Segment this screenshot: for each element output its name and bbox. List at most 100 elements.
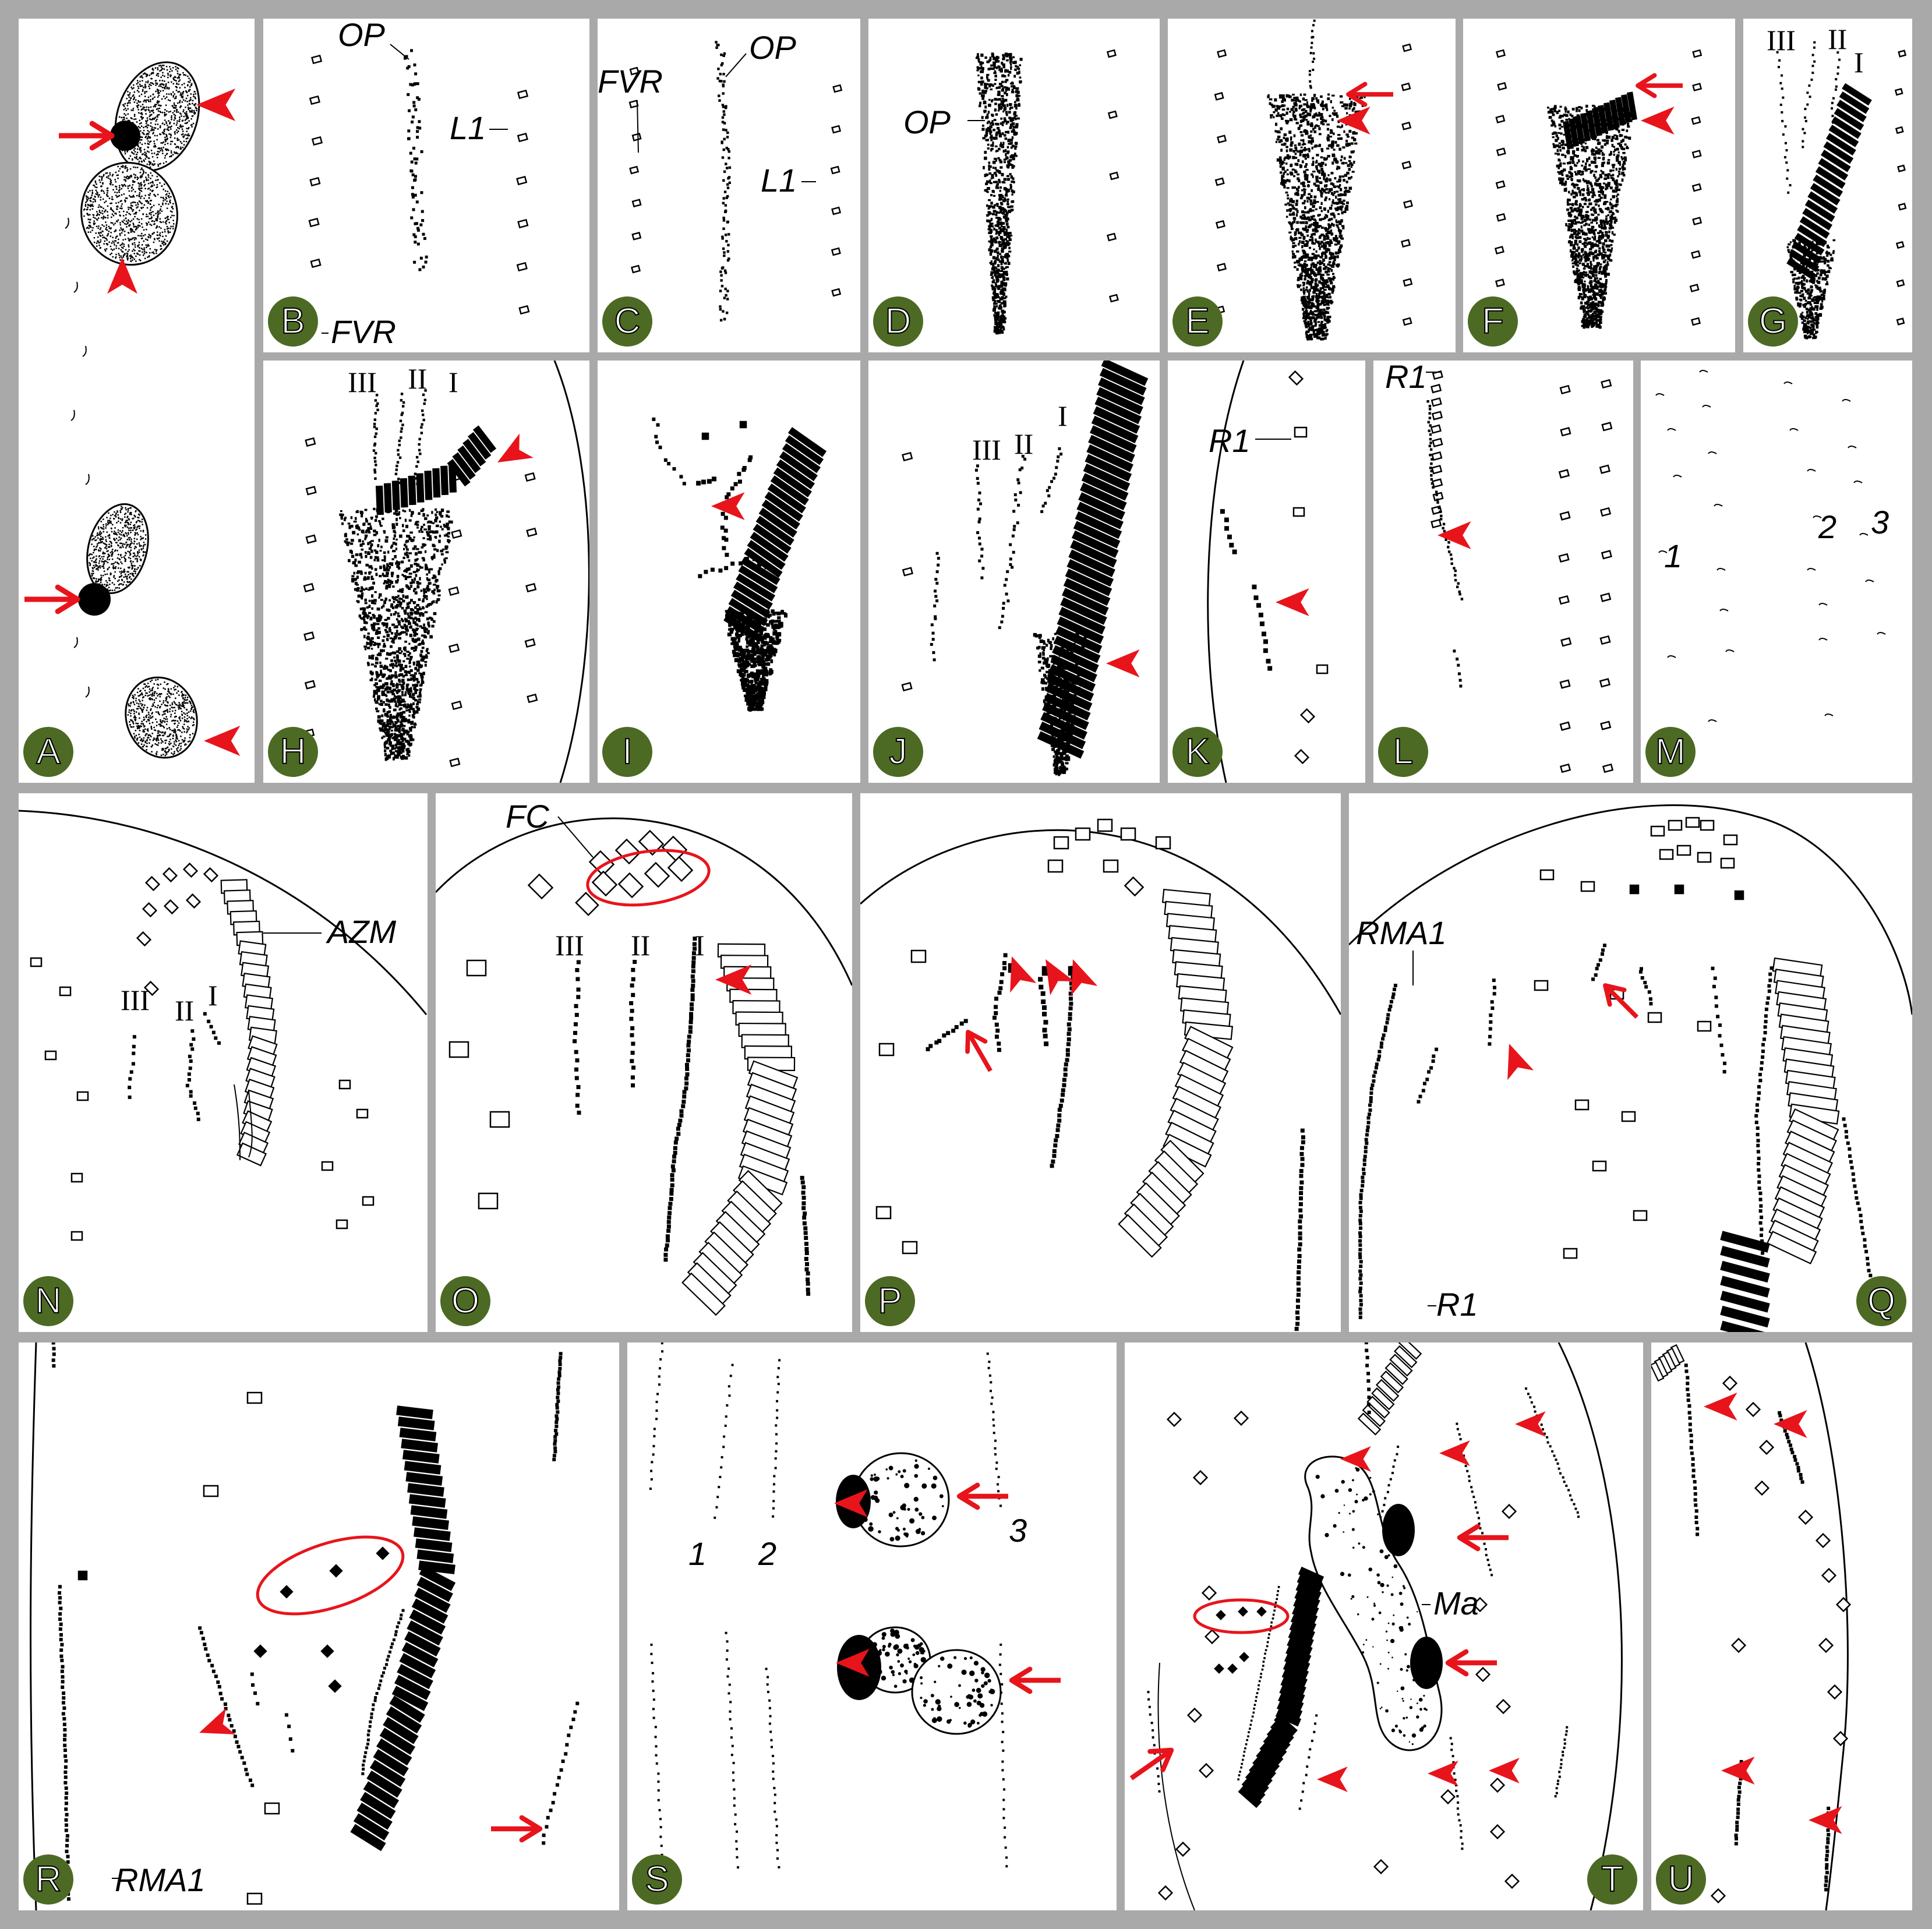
basal-body-dot bbox=[1593, 238, 1597, 241]
basal-body-dot bbox=[1343, 210, 1347, 213]
basal-body-dot bbox=[1320, 161, 1325, 165]
basal-body-dot bbox=[1583, 146, 1585, 150]
basal-body-dot bbox=[381, 693, 384, 697]
basal-body-dot bbox=[1292, 113, 1294, 117]
basal-body-dot bbox=[990, 202, 993, 205]
basal-body-dot bbox=[1323, 294, 1326, 297]
basal-body-dot bbox=[1317, 312, 1320, 315]
red-arrow bbox=[24, 584, 80, 614]
basal-body-dot bbox=[1285, 146, 1288, 149]
basal-body-dot bbox=[1585, 217, 1588, 221]
cirrus-dot bbox=[420, 426, 423, 429]
basal-body-dot bbox=[414, 606, 417, 609]
basal-body-dot bbox=[987, 207, 990, 210]
basal-body-dot bbox=[1813, 318, 1816, 322]
basal-body-dot bbox=[1807, 250, 1809, 253]
basal-body-dot bbox=[1348, 98, 1351, 100]
cirrus-dot bbox=[726, 250, 730, 253]
basal-body-dot bbox=[1306, 155, 1309, 158]
basal-body-dot bbox=[1587, 168, 1591, 171]
basal-body-dot bbox=[1320, 202, 1323, 206]
basal-body-dot bbox=[1601, 210, 1604, 214]
basal-body-dot bbox=[1599, 230, 1602, 234]
basal-body-dot bbox=[1322, 123, 1325, 126]
basal-body-dot bbox=[1315, 178, 1318, 181]
basal-body-dot bbox=[1299, 258, 1303, 262]
basal-body-dot bbox=[1577, 260, 1579, 263]
basal-body-dot bbox=[1292, 110, 1295, 114]
basal-body-dot bbox=[980, 76, 983, 80]
basal-body-dot bbox=[984, 189, 987, 192]
basal-body-dot bbox=[1591, 270, 1594, 274]
basal-body-dot bbox=[1598, 198, 1601, 202]
basal-body-dot bbox=[1306, 228, 1309, 232]
basal-body-dot bbox=[1584, 283, 1586, 287]
cirrus-dot bbox=[716, 77, 719, 80]
basal-body-dot bbox=[1566, 150, 1569, 154]
basal-body-dot bbox=[1315, 306, 1319, 309]
basal-body-dot bbox=[1585, 306, 1587, 309]
basal-body-dot bbox=[1308, 275, 1311, 278]
basal-body-dot bbox=[1294, 237, 1298, 241]
basal-body-dot bbox=[1320, 102, 1324, 105]
basal-body-dot bbox=[1820, 241, 1823, 245]
basal-body-dot bbox=[1819, 308, 1823, 310]
basal-body-dot bbox=[1596, 262, 1599, 266]
panel-drawing bbox=[1494, 49, 1703, 329]
basal-body-dot bbox=[1590, 276, 1592, 279]
basal-body-dot bbox=[1342, 226, 1345, 229]
basal-body-dot bbox=[1573, 185, 1576, 187]
basal-body-dot bbox=[994, 260, 997, 262]
basal-body-dot bbox=[395, 650, 400, 653]
basal-body-dot bbox=[1582, 160, 1584, 163]
basal-body-dot bbox=[1302, 287, 1305, 290]
basal-body-dot bbox=[986, 204, 988, 207]
basal-body-dot bbox=[1556, 164, 1560, 168]
basal-body-dot bbox=[1570, 229, 1573, 232]
basal-body-dot bbox=[1318, 280, 1321, 284]
cirrus-box bbox=[1691, 116, 1701, 125]
basal-body-dot bbox=[1334, 140, 1337, 144]
cirrus-dot bbox=[1837, 66, 1840, 69]
basal-body-dot bbox=[1330, 254, 1333, 257]
basal-body-dot bbox=[1323, 244, 1327, 248]
basal-body-dot bbox=[1556, 144, 1559, 147]
basal-body-dot bbox=[1315, 175, 1319, 179]
basal-body-dot bbox=[1309, 273, 1312, 276]
basal-body-dot bbox=[1279, 139, 1283, 143]
basal-body-dot bbox=[1002, 228, 1005, 232]
basal-body-dot bbox=[1292, 256, 1295, 259]
basal-body-dot bbox=[1584, 162, 1587, 165]
basal-body-dot bbox=[1321, 218, 1325, 220]
basal-body-dot bbox=[986, 76, 988, 79]
basal-body-dot bbox=[390, 733, 394, 736]
basal-body-dot bbox=[995, 150, 999, 152]
basal-body-dot bbox=[1804, 242, 1807, 245]
basal-body-dot bbox=[1298, 231, 1301, 235]
basal-body-dot bbox=[1574, 171, 1577, 173]
basal-body-dot bbox=[371, 607, 373, 610]
basal-body-dot bbox=[1337, 242, 1340, 245]
panel-letter-badge: A bbox=[23, 727, 73, 777]
basal-body-dot bbox=[1614, 218, 1618, 222]
basal-body-dot bbox=[1004, 80, 1007, 83]
basal-body-dot bbox=[1605, 215, 1608, 218]
basal-body-dot bbox=[1560, 170, 1563, 174]
basal-body-dot bbox=[984, 110, 986, 114]
basal-body-dot bbox=[1592, 268, 1597, 272]
basal-body-dot bbox=[368, 615, 370, 618]
basal-body-dot bbox=[984, 134, 987, 138]
basal-body-dot bbox=[1008, 143, 1011, 145]
basal-body-dot bbox=[998, 285, 1001, 288]
basal-body-dot bbox=[1302, 302, 1305, 305]
basal-body-dot bbox=[1628, 136, 1631, 140]
basal-body-dot bbox=[990, 212, 992, 215]
basal-body-dot bbox=[1341, 211, 1344, 214]
basal-body-dot bbox=[1594, 208, 1597, 212]
basal-body-dot bbox=[990, 237, 993, 241]
cirrus-box bbox=[448, 586, 460, 596]
basal-body-dot bbox=[1305, 240, 1308, 242]
basal-body-dot bbox=[376, 688, 378, 691]
cirrus-dot bbox=[1802, 140, 1804, 143]
basal-body-dot bbox=[977, 58, 980, 61]
